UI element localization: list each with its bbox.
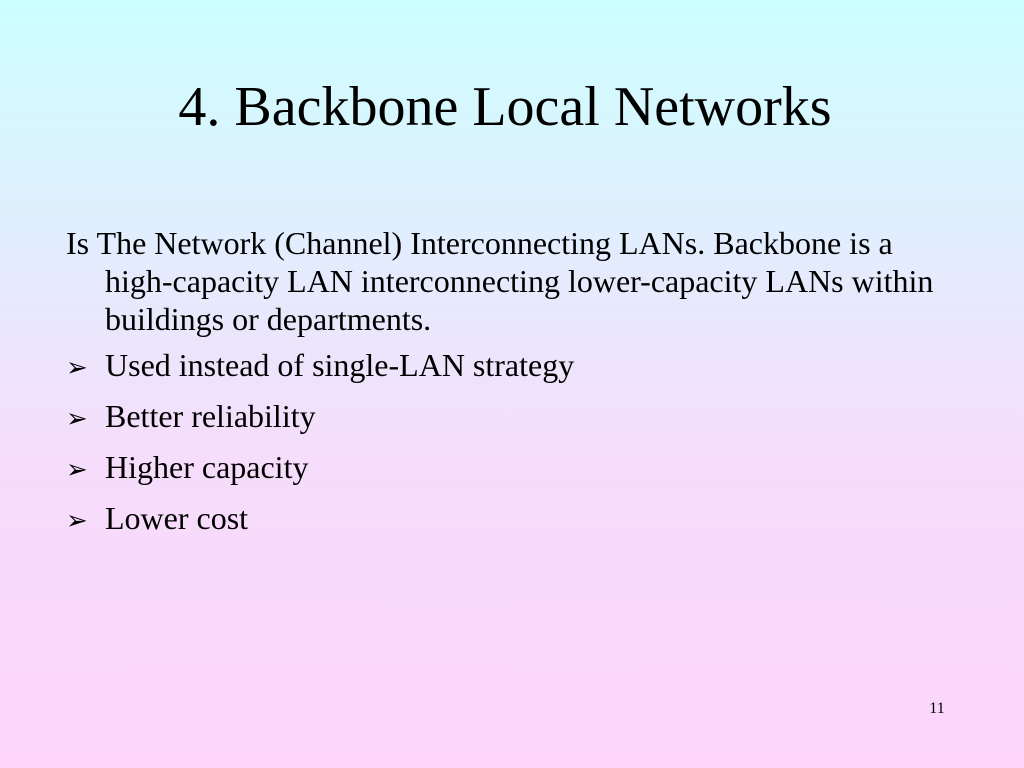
arrow-bullet-icon: ➢ [66,353,88,383]
arrow-bullet-icon: ➢ [66,404,88,434]
slide-body: Is The Network (Channel) Interconnecting… [66,224,966,550]
bullet-label: Used instead of single-LAN strategy [105,347,575,383]
bullet-label: Lower cost [105,500,249,536]
slide-number: 11 [929,700,945,717]
bullet-item: ➢ Higher capacity [66,448,966,489]
bullet-item: ➢ Used instead of single-LAN strategy [66,346,966,387]
bullet-label: Higher capacity [105,449,309,485]
bullet-item: ➢ Better reliability [66,397,966,438]
bullet-item: ➢ Lower cost [66,499,966,540]
arrow-bullet-icon: ➢ [66,455,88,485]
bullet-label: Better reliability [105,398,316,434]
slide-title: 4. Backbone Local Networks [178,76,832,138]
arrow-bullet-icon: ➢ [66,506,88,536]
intro-paragraph: Is The Network (Channel) Interconnecting… [66,225,934,337]
